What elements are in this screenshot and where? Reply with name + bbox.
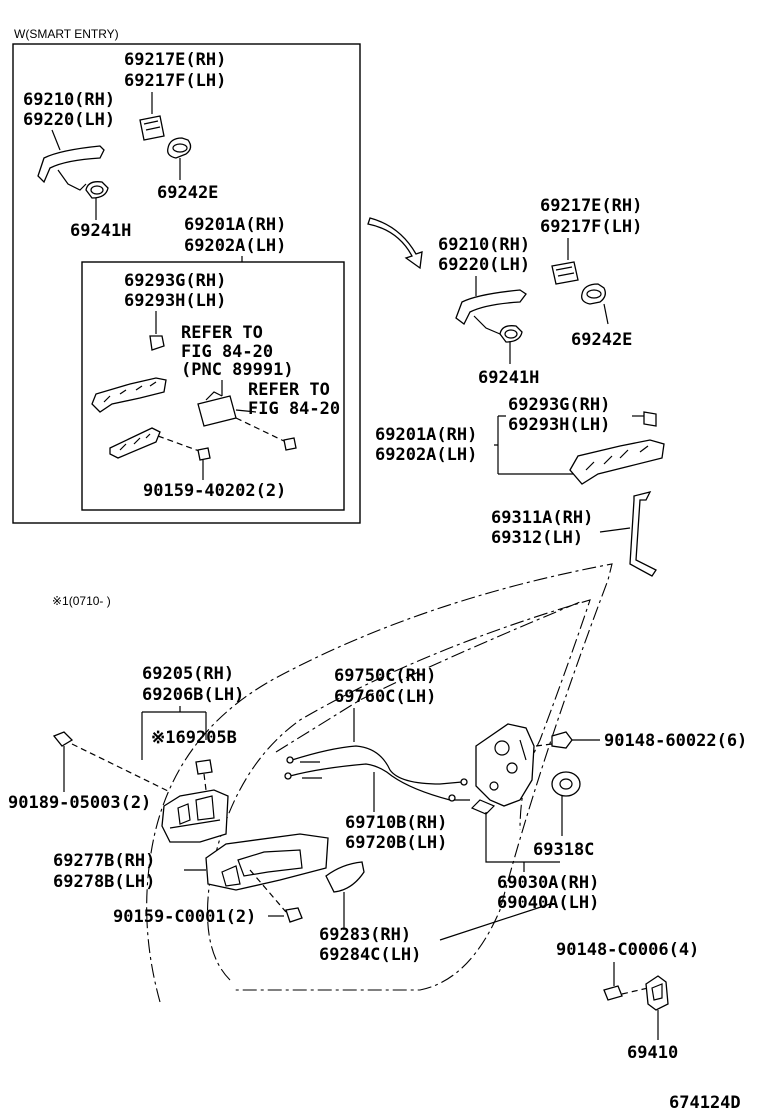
label-69293h-lh-right: 69293H(LH) [508, 415, 610, 435]
label-69311a-rh: 69311A(RH) [491, 508, 593, 528]
grommet-part [551, 771, 581, 797]
label-69277b-rh: 69277B(RH) [53, 851, 155, 871]
inside-handle-frame-part [161, 789, 229, 843]
label-69242e: 69242E [157, 183, 218, 203]
upper-right-group: 69217E(RH) 69217F(LH) 69210(RH) 69220(LH… [375, 196, 665, 577]
label-69205b: ※169205B [151, 728, 237, 748]
label-69201a-rh: 69201A(RH) [184, 215, 286, 235]
handle-cap-part-right [551, 261, 579, 285]
inside-handle-bezel-part [205, 833, 329, 891]
inset-border [12, 43, 361, 524]
handle-pad-part [85, 181, 109, 199]
label-69278b-lh: 69278B(LH) [53, 872, 155, 892]
label-69205-rh: 69205(RH) [142, 664, 234, 684]
label-90159-40202: 90159-40202(2) [143, 481, 286, 501]
handle-frame-part-right [569, 439, 665, 485]
label-69217e-rh: 69217E(RH) [124, 50, 226, 70]
label-69210-rh-right: 69210(RH) [438, 235, 530, 255]
screw-part-90148-c0006 [603, 985, 623, 1001]
antenna-module-part [197, 395, 237, 427]
label-69284c-lh: 69284C(LH) [319, 945, 421, 965]
bolt-part-1 [197, 447, 211, 461]
lock-cable-part [291, 745, 441, 785]
door-outline [146, 563, 613, 1003]
label-69760c-lh: 69760C(LH) [334, 687, 436, 707]
label-69217f-lh: 69217F(LH) [124, 71, 226, 91]
refer-note-2-line2: FIG 84-20 [248, 399, 340, 419]
label-69293g-rh-right: 69293G(RH) [508, 395, 610, 415]
refer-note-1-line2: FIG 84-20 [181, 342, 273, 362]
label-90148-60022: 90148-60022(6) [604, 731, 747, 751]
label-69283-rh: 69283(RH) [319, 925, 411, 945]
refer-note-1-line1: REFER TO [181, 323, 263, 343]
refer-note-2-line1: REFER TO [248, 380, 330, 400]
label-90148-c0006: 90148-C0006(4) [556, 940, 699, 960]
outside-handle-part [37, 145, 105, 184]
inset-title: W(SMART ENTRY) [14, 27, 119, 41]
label-69750c-rh: 69750C(RH) [334, 666, 436, 686]
label-69201a-rh-right: 69201A(RH) [375, 425, 477, 445]
refer-note-1-line3: (PNC 89991) [181, 360, 294, 380]
label-69720b-lh: 69720B(LH) [345, 833, 447, 853]
label-90159-c0001: 90159-C0001(2) [113, 907, 256, 927]
label-69312-lh: 69312(LH) [491, 528, 583, 548]
bolt-part-2 [283, 437, 297, 451]
frame-clip-part [149, 335, 165, 351]
label-69217e-rh-right: 69217E(RH) [540, 196, 642, 216]
release-cable-part [289, 763, 451, 801]
gasket-part [167, 137, 192, 159]
label-69293g-rh: 69293G(RH) [124, 271, 226, 291]
label-69241h-right: 69241H [478, 368, 539, 388]
handle-cap-part [139, 115, 165, 141]
label-69710b-rh: 69710B(RH) [345, 813, 447, 833]
door-lock-part [475, 723, 535, 807]
applicability-note: ※1(0710- ) [52, 594, 111, 608]
lower-door-group: 69205(RH) 69206B(LH) ※169205B 90189-0500… [8, 563, 747, 1063]
screw-part-90148-60022 [551, 731, 573, 749]
label-69202a-lh: 69202A(LH) [184, 236, 286, 256]
clip-part-90189 [52, 731, 74, 747]
label-69318c: 69318C [533, 840, 594, 860]
clip-part-69205b [195, 759, 213, 775]
screw-part-90159 [285, 907, 303, 923]
smart-entry-inset: W(SMART ENTRY) 69217E(RH) 69217F(LH) 692… [12, 27, 361, 524]
diagram-id: 674124D [669, 1093, 741, 1112]
arrow-icon [367, 217, 423, 270]
label-69241h: 69241H [70, 221, 131, 241]
label-69220-lh: 69220(LH) [23, 110, 115, 130]
label-69030a-rh: 69030A(RH) [497, 873, 599, 893]
handle-pad-part-right [499, 325, 523, 343]
label-69217f-lh-right: 69217F(LH) [540, 217, 642, 237]
label-69220-lh-right: 69220(LH) [438, 255, 530, 275]
frame-clip-part-right [643, 411, 657, 427]
label-69410: 69410 [627, 1043, 678, 1063]
outside-handle-part-right [455, 289, 527, 325]
gasket-part-right [581, 283, 606, 305]
label-90189-05003: 90189-05003(2) [8, 793, 151, 813]
inset-sub-box [81, 261, 345, 511]
handle-frame-part [91, 377, 167, 413]
label-69040a-lh: 69040A(LH) [497, 893, 599, 913]
label-69206b-lh: 69206B(LH) [142, 685, 244, 705]
door-striker-part [645, 975, 669, 1011]
label-69202a-lh-right: 69202A(LH) [375, 445, 477, 465]
lock-rod-part [629, 491, 657, 577]
label-69210-rh: 69210(RH) [23, 90, 115, 110]
label-69242e-right: 69242E [571, 330, 632, 350]
handle-cover-part [325, 861, 365, 893]
label-69293h-lh: 69293H(LH) [124, 291, 226, 311]
